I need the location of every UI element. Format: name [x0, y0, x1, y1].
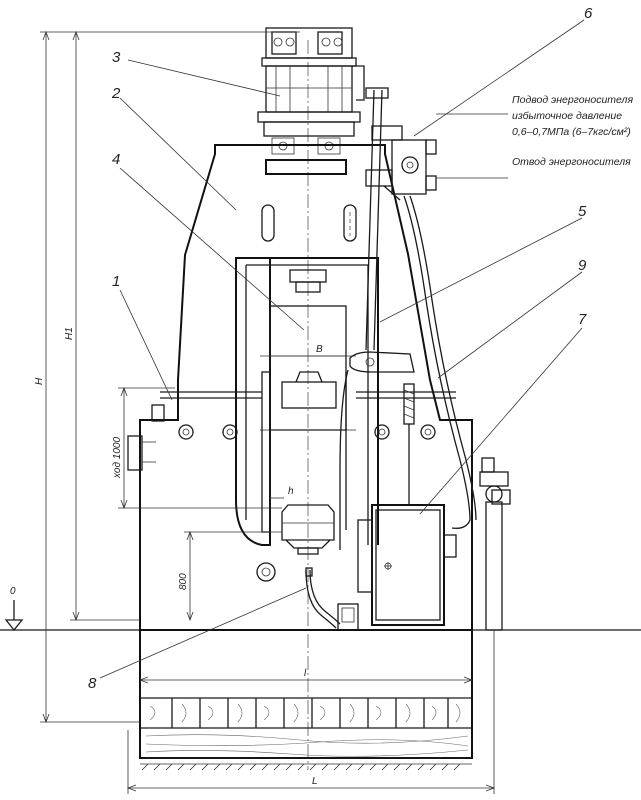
wood-blocks — [145, 698, 469, 757]
callout-6: 6 — [584, 5, 593, 22]
dim-B: B — [316, 344, 323, 355]
dim-H: H — [34, 377, 45, 385]
dim-800: 800 — [178, 573, 189, 590]
dim-l: l — [304, 668, 307, 679]
dim-H1: H1 — [64, 327, 75, 340]
foundation — [0, 600, 641, 771]
callout-8: 8 — [88, 675, 97, 692]
callout-2: 2 — [111, 85, 121, 102]
callout-1: 1 — [112, 273, 120, 290]
supply-note-line3: 0,6–0,7МПа (6–7кгс/см²) — [512, 126, 631, 138]
dim-h: h — [288, 486, 294, 497]
valve-block — [365, 125, 437, 201]
right-riser — [479, 457, 511, 631]
callout-5: 5 — [578, 203, 587, 220]
zero-level-mark: 0 — [10, 586, 16, 597]
dimension-lines — [40, 30, 496, 794]
control-linkage — [339, 87, 415, 550]
dim-L: L — [312, 776, 318, 787]
supply-note-line2: избыточное давление — [512, 110, 622, 122]
callout-9: 9 — [578, 257, 587, 274]
exhaust-note: Отвод энергоносителя — [512, 156, 631, 168]
control-cabinet — [357, 504, 457, 626]
supply-note-line1: Подвод энергоносителя — [512, 94, 633, 106]
supply-hose — [403, 195, 477, 529]
callout-4: 4 — [112, 151, 120, 168]
cylinder-unit — [257, 27, 365, 155]
callout-7: 7 — [578, 311, 587, 328]
leader-lines — [99, 19, 585, 679]
callout-3: 3 — [112, 49, 121, 66]
side-rails — [127, 391, 456, 582]
foot-pedal — [305, 567, 359, 631]
dim-stroke: ход 1000 — [112, 437, 123, 479]
